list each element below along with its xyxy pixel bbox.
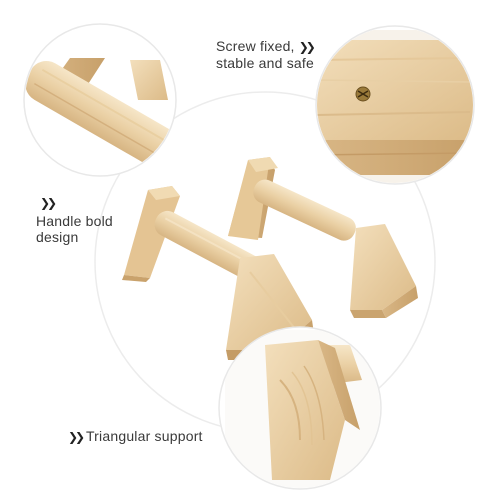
caption-screw: Screw fixed, ❯❯ stable and safe xyxy=(216,38,316,72)
zoom-circle-screw xyxy=(315,25,475,185)
double-chevron-right-icon: ❯❯ xyxy=(298,40,316,55)
caption-triangular-text: Triangular support xyxy=(85,428,203,444)
zoom-circle-triangle xyxy=(218,326,382,490)
caption-handle-line1: Handle bold xyxy=(36,213,113,229)
caption-handle-line2: design xyxy=(36,229,79,245)
caption-screw-line1: Screw fixed, xyxy=(216,38,295,54)
caption-screw-line2: stable and safe xyxy=(216,55,314,72)
zoom-circle-handle xyxy=(23,23,177,177)
caption-handle: ❯❯ Handle bold design xyxy=(36,195,113,245)
caption-triangular: ❯❯ Triangular support xyxy=(68,428,203,445)
double-chevron-right-icon: ❯❯ xyxy=(40,196,57,210)
parallette-back xyxy=(228,157,418,318)
double-chevron-right-icon: ❯❯ xyxy=(68,430,85,445)
